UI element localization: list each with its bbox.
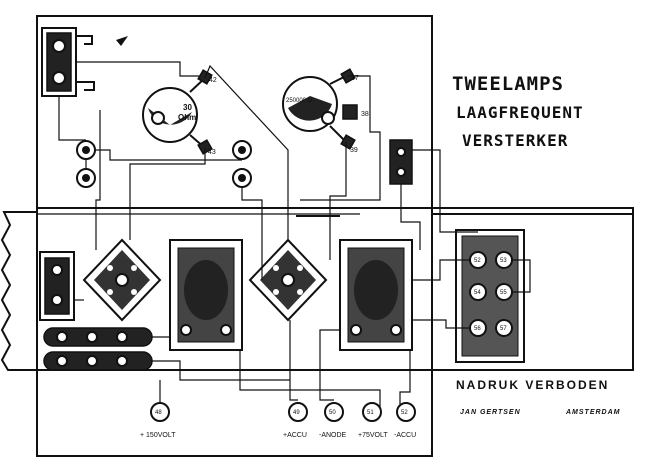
label-plus-75: +75VOLT [358, 432, 388, 439]
terminal-left-bottom [76, 168, 96, 188]
panel-break-edge [0, 211, 37, 371]
svg-text:56: 56 [474, 326, 481, 332]
resistor-right-value: 250000 Ω [286, 98, 313, 104]
label-plus-150: + 150VOLT [140, 432, 176, 439]
terminal-mid-top [232, 140, 252, 160]
resistor-left-value: 30 [183, 103, 192, 112]
output-terminal-5: 56 [469, 319, 487, 337]
supply-terminal-4: 51 [362, 402, 382, 422]
front-panel [36, 207, 634, 371]
label-minus-anode: -ANODE [319, 432, 347, 439]
arrow-pointer-icon [116, 36, 128, 46]
label-plus-accu: +ACCU [283, 432, 307, 439]
label-minus-accu: -ACCU [394, 432, 416, 439]
footer-notice: NADRUK VERBODEN [456, 378, 609, 392]
resistor-left-pin-bottom: 43 [208, 149, 216, 156]
svg-text:51: 51 [367, 410, 374, 416]
output-terminal-block [455, 229, 525, 363]
footer-city: AMSTERDAM [565, 409, 621, 416]
right-switch [389, 139, 413, 185]
terminal-number-left-top: 44 [82, 148, 89, 154]
supply-terminal-1: 48 [150, 402, 170, 422]
title-line-1: TWEELAMPS [452, 73, 564, 95]
output-terminal-6: 57 [495, 319, 513, 337]
panel-left-switch [39, 251, 75, 321]
svg-text:53: 53 [500, 258, 507, 264]
output-terminal-3: 54 [469, 283, 487, 301]
resistor-30-ohm [142, 69, 213, 155]
resistor-left-pin-top: 42 [209, 77, 217, 84]
svg-text:52: 52 [474, 258, 481, 264]
transformer-right [339, 239, 413, 351]
svg-text:55: 55 [500, 290, 507, 296]
socket-diamond-left [82, 238, 162, 322]
svg-text:49: 49 [293, 410, 300, 416]
svg-text:50: 50 [329, 410, 336, 416]
supply-terminal-2: 49 [288, 402, 308, 422]
output-terminal-4: 55 [495, 283, 513, 301]
top-left-switch [41, 27, 95, 97]
terminal-number-mid-bottom: 47 [238, 176, 245, 182]
svg-text:52: 52 [401, 410, 408, 416]
output-terminal-2: 53 [495, 251, 513, 269]
title-line-2: LAAGFREQUENT [456, 103, 584, 122]
footer-author: JAN GERTSEN [460, 409, 521, 416]
resistor-left-unit: Ohm [178, 113, 196, 122]
terminal-number-left-bottom: 43 [82, 176, 89, 182]
terminal-number-mid-top: 46 [238, 148, 245, 154]
wiring [37, 61, 531, 410]
svg-text:57: 57 [500, 326, 507, 332]
title-line-3: VERSTERKER [462, 131, 568, 150]
lower-terminal-strip [43, 327, 153, 371]
resistor-right-pin-top: 37 [351, 75, 359, 82]
resistor-right-pin-bottom: 39 [350, 147, 358, 154]
supply-terminal-5: 52 [396, 402, 416, 422]
socket-diamond-mid [248, 238, 328, 322]
output-terminal-1: 52 [469, 251, 487, 269]
transformer-left [169, 239, 243, 351]
svg-text:48: 48 [155, 410, 162, 416]
supply-terminal-3: 50 [324, 402, 344, 422]
svg-text:54: 54 [474, 290, 481, 296]
resistor-right-pin-mid: 38 [361, 111, 369, 118]
resistor-250k [282, 68, 358, 150]
